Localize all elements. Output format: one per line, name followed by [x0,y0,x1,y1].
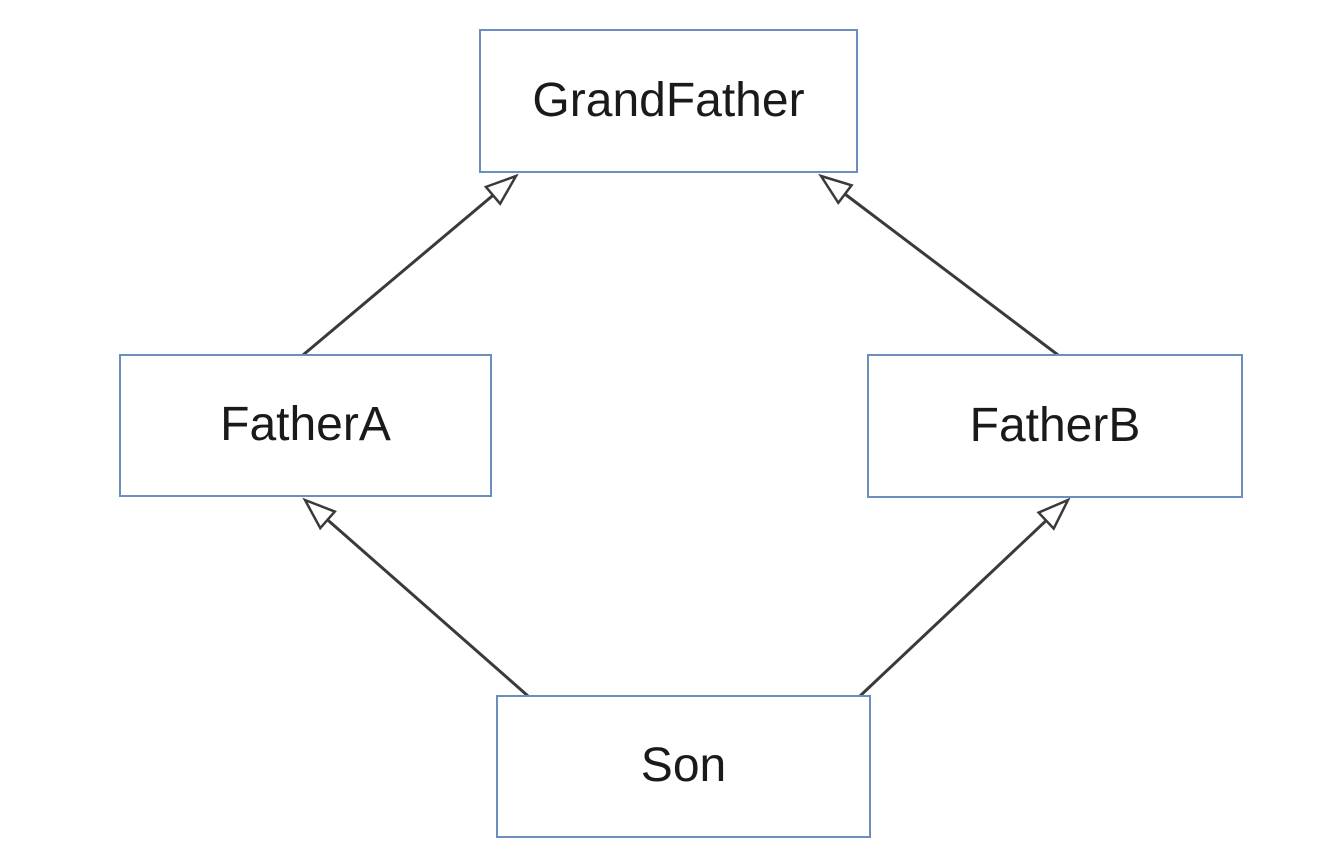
class-node-label: FatherA [220,398,391,452]
class-node-grandfather[interactable]: GrandFather [479,29,858,173]
class-node-label: FatherB [969,398,1141,452]
generalization-arrowhead [818,173,854,206]
inheritance-edge-line [325,517,529,698]
inheritance-edge-line [302,192,496,357]
generalization-arrowhead [1036,497,1071,531]
generalization-arrowhead [483,173,519,206]
class-node-label: GrandFather [532,73,805,127]
inheritance-edge-line [842,191,1059,357]
class-node-fathera[interactable]: FatherA [119,354,492,497]
class-node-fatherb[interactable]: FatherB [867,354,1243,498]
inheritance-edge-line [858,518,1049,698]
generalization-arrowhead [302,497,337,531]
class-node-son[interactable]: Son [496,695,871,838]
class-node-label: Son [640,739,727,793]
